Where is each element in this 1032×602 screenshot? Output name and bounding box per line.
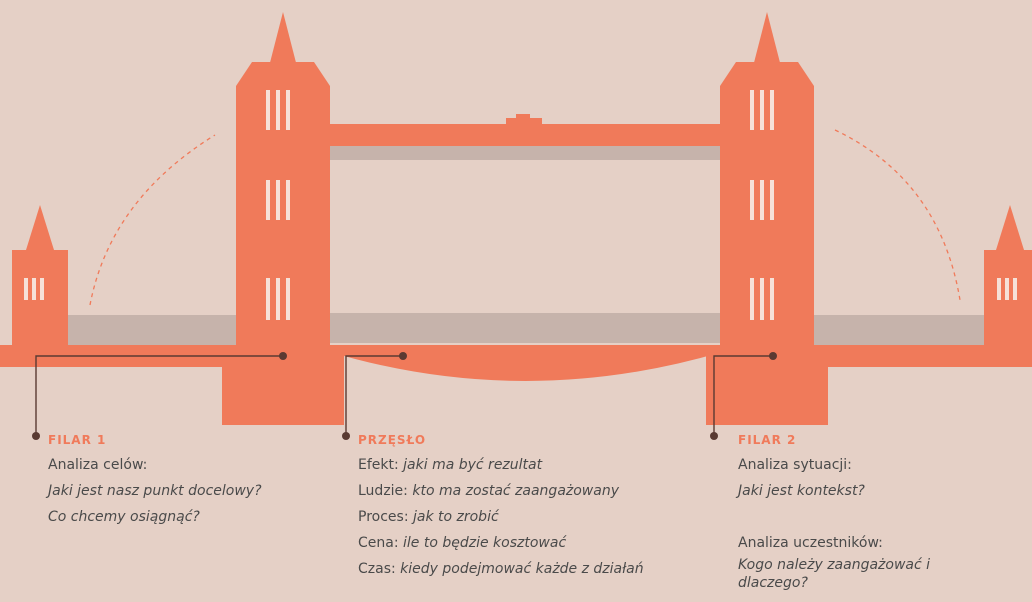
span-heading: PRZĘSŁO <box>358 433 427 447</box>
middle-deck-band <box>330 313 722 343</box>
pillar1-line-3-value: Co chcemy osiągnąć? <box>48 509 200 525</box>
span-line-effect-value: jaki ma być rezultat <box>403 457 543 473</box>
right-main-tower-roof <box>720 62 814 86</box>
span-line-effect: Efekt: jaki ma być rezultat <box>358 452 644 478</box>
marker-pillar2-end <box>769 352 777 360</box>
span-line-time-label: Czas: <box>358 561 401 577</box>
span-line-people: Ludzie: kto ma zostać zaangażowany <box>358 478 644 504</box>
upper-walkway-shadow <box>330 146 722 160</box>
right-small-tower-spire <box>996 205 1024 250</box>
leader-line-span <box>345 355 403 436</box>
span-line-people-label: Ludzie: <box>358 483 413 499</box>
right-deck-band <box>812 315 984 345</box>
leader-line-pillar1 <box>35 355 283 436</box>
span-line-people-value: kto ma zostać zaangażowany <box>412 483 619 499</box>
marker-pillar1-end <box>279 352 287 360</box>
right-main-tower <box>720 86 814 352</box>
pillar1-line-2: Jaki jest nasz punkt docelowy? <box>48 478 262 504</box>
marker-span-start <box>342 432 350 440</box>
span-line-time-value: kiedy podejmować każde z działań <box>400 561 644 577</box>
marker-span-end <box>399 352 407 360</box>
pillar1-line-2-value: Jaki jest nasz punkt docelowy? <box>48 483 262 499</box>
pillar2-heading: FILAR 2 <box>738 433 797 447</box>
left-cable-dashed <box>89 134 216 306</box>
left-main-tower <box>236 86 330 352</box>
span-line-cost: Cena: ile to będzie kosztować <box>358 530 644 556</box>
span-line-process-value: jak to zrobić <box>412 509 499 525</box>
span-line-cost-label: Cena: <box>358 535 404 551</box>
pillar1-line-3: Co chcemy osiągnąć? <box>48 504 262 530</box>
left-deck-band <box>68 315 238 345</box>
left-main-tower-roof <box>236 62 330 86</box>
pillar2-block: FILAR 2 Analiza sytuacji: Jaki jest kont… <box>738 432 968 592</box>
pillar2-line-2-label: Analiza uczestników: <box>738 535 883 551</box>
right-pier-base <box>706 345 828 425</box>
pillar1-block: FILAR 1 Analiza celów: Jaki jest nasz pu… <box>48 432 262 530</box>
pillar2-line-2-value: Kogo należy zaangażować i dlaczego? <box>738 557 931 591</box>
pillar1-heading: FILAR 1 <box>48 433 107 447</box>
marker-pillar1-start <box>32 432 40 440</box>
main-deck <box>0 345 1032 381</box>
walkway-top-detail-cap <box>516 114 530 120</box>
span-line-effect-label: Efekt: <box>358 457 404 473</box>
pillar1-line-1-label: Analiza celów: <box>48 457 148 473</box>
span-line-time: Czas: kiedy podejmować każde z działań <box>358 556 644 582</box>
walkway-top-detail <box>506 118 542 126</box>
span-line-process: Proces: jak to zrobić <box>358 504 644 530</box>
span-line-process-label: Proces: <box>358 509 413 525</box>
leader-line-pillar2 <box>713 355 773 436</box>
pillar1-line-1: Analiza celów: <box>48 452 262 478</box>
pillar2-line-1-label: Analiza sytuacji: <box>738 457 852 473</box>
pillar2-line-1-value: Jaki jest kontekst? <box>738 483 865 499</box>
span-line-cost-value: ile to będzie kosztować <box>403 535 567 551</box>
upper-walkway <box>328 124 724 146</box>
marker-pillar2-start <box>710 432 718 440</box>
span-block: PRZĘSŁO Efekt: jaki ma być rezultat Ludz… <box>358 432 644 582</box>
left-small-tower-spire <box>26 205 54 250</box>
right-cable-dashed <box>834 129 961 301</box>
